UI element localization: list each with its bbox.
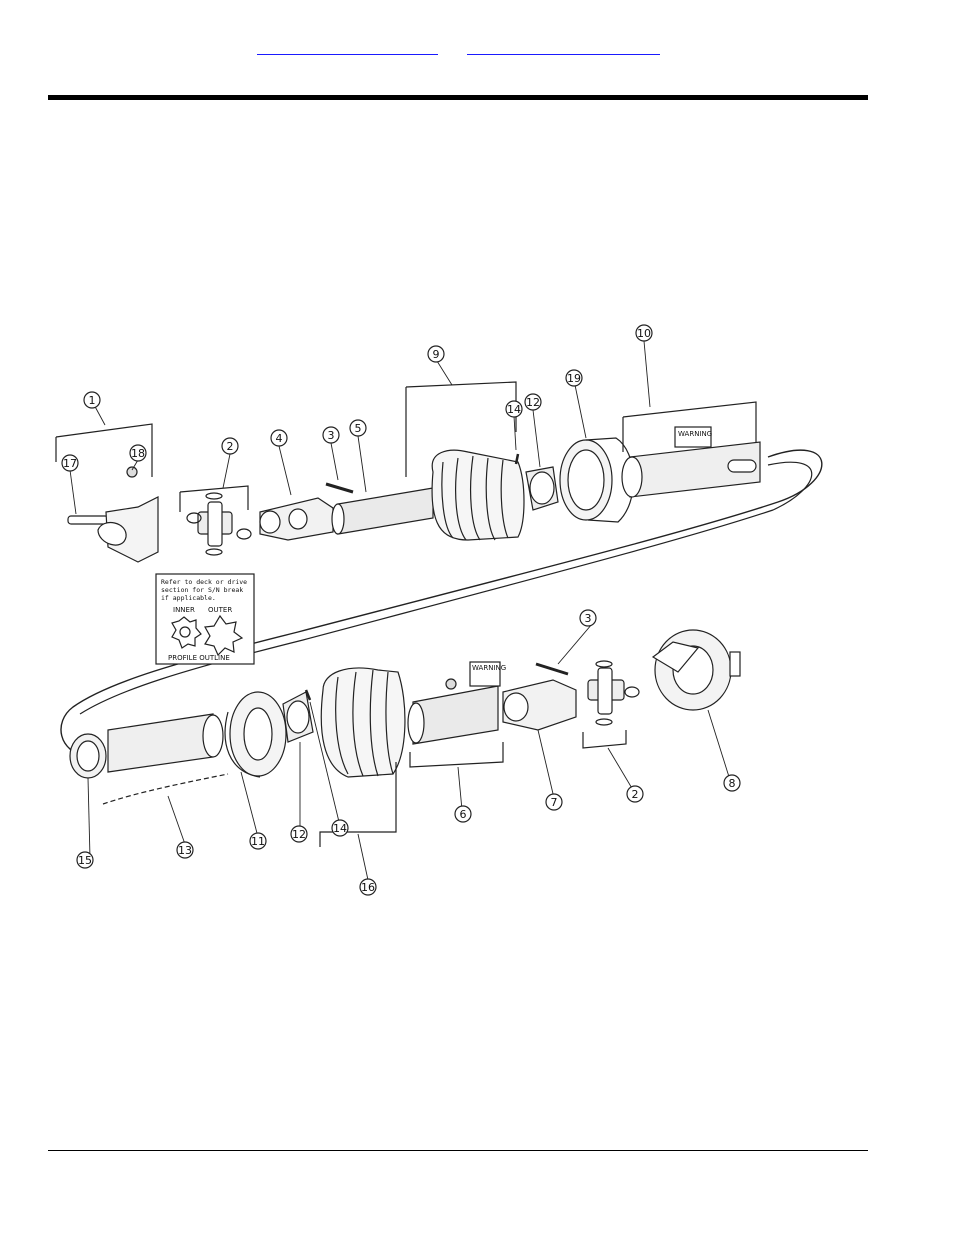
part-bearing-ring-12-upper xyxy=(526,467,558,510)
svg-text:19: 19 xyxy=(567,372,581,385)
callout-3-lower: 3 xyxy=(580,610,596,626)
callout-17: 17 xyxy=(62,455,78,471)
note-inner-label: INNER xyxy=(173,606,195,614)
callout-11: 11 xyxy=(250,833,266,849)
callout-10: 10 xyxy=(636,325,652,341)
part-inner-yoke-7 xyxy=(503,680,576,730)
svg-text:14: 14 xyxy=(507,403,521,416)
part-end-ring-15 xyxy=(70,734,106,778)
part-inner-yoke-4 xyxy=(260,498,333,540)
svg-text:10: 10 xyxy=(637,327,651,340)
header-link-2[interactable] xyxy=(467,38,660,55)
svg-text:8: 8 xyxy=(729,777,736,790)
svg-text:5: 5 xyxy=(355,422,362,435)
exploded-driveline-diagram: WARNING WARNING xyxy=(48,312,838,907)
profile-outline-note: Refer to deck or drive section for S/N b… xyxy=(156,574,254,664)
callout-5: 5 xyxy=(350,420,366,436)
svg-text:2: 2 xyxy=(632,788,639,801)
footer-rule xyxy=(48,1150,868,1151)
svg-text:15: 15 xyxy=(78,854,92,867)
callout-4: 4 xyxy=(271,430,287,446)
part-outer-tube-10: WARNING xyxy=(622,402,760,497)
svg-text:11: 11 xyxy=(251,835,265,848)
part-cross-kit-2-lower xyxy=(583,661,639,748)
part-yoke-1 xyxy=(56,424,158,562)
part-inner-tube-6: WARNING xyxy=(408,662,506,767)
callout-18: 18 xyxy=(130,445,146,461)
svg-text:3: 3 xyxy=(585,612,592,625)
callout-16: 16 xyxy=(360,879,376,895)
decal-text-upper: WARNING xyxy=(678,430,712,438)
callout-7: 7 xyxy=(546,794,562,810)
svg-text:12: 12 xyxy=(526,396,540,409)
part-shield-bearing-19-lower xyxy=(225,692,286,777)
part-inner-tube-5 xyxy=(332,488,433,534)
svg-text:17: 17 xyxy=(63,457,77,470)
callout-12-upper: 12 xyxy=(525,394,541,410)
svg-text:6: 6 xyxy=(460,808,467,821)
svg-text:16: 16 xyxy=(361,881,375,894)
callout-19-upper: 19 xyxy=(566,370,582,386)
svg-text:4: 4 xyxy=(276,432,283,445)
callout-2: 2 xyxy=(222,438,238,454)
decal-text-lower: WARNING xyxy=(472,664,506,672)
part-cross-kit-2 xyxy=(180,486,251,555)
svg-text:12: 12 xyxy=(292,828,306,841)
svg-text:14: 14 xyxy=(333,822,347,835)
callout-3: 3 xyxy=(323,427,339,443)
callout-12-lower: 12 xyxy=(291,826,307,842)
callout-1: 1 xyxy=(84,392,100,408)
header-link-1[interactable] xyxy=(257,38,438,55)
callout-8: 8 xyxy=(724,775,740,791)
svg-text:1: 1 xyxy=(89,394,96,407)
part-spring-pin-3-lower xyxy=(536,664,568,674)
header-rule xyxy=(48,95,868,100)
callout-14-lower: 14 xyxy=(332,820,348,836)
part-inner-shield-16 xyxy=(320,668,405,847)
part-safety-chain-13 xyxy=(103,774,228,804)
part-spring-pin-3 xyxy=(326,484,353,492)
note-caption: PROFILE OUTLINE xyxy=(168,654,230,662)
svg-text:18: 18 xyxy=(131,447,145,460)
part-flange-yoke-8 xyxy=(653,630,740,710)
svg-text:7: 7 xyxy=(551,796,558,809)
callout-14-upper: 14 xyxy=(506,401,522,417)
callout-15: 15 xyxy=(77,852,93,868)
header-links xyxy=(0,38,954,58)
callout-13: 13 xyxy=(177,842,193,858)
svg-text:13: 13 xyxy=(178,844,192,857)
part-outer-tube-11 xyxy=(108,714,223,772)
callout-6: 6 xyxy=(455,806,471,822)
note-line-1: Refer to deck or drive xyxy=(161,578,247,586)
callout-9: 9 xyxy=(428,346,444,362)
callout-2-lower: 2 xyxy=(627,786,643,802)
svg-text:2: 2 xyxy=(227,440,234,453)
note-line-2: section for S/N break xyxy=(161,586,243,594)
note-outer-label: OUTER xyxy=(208,606,232,614)
note-line-3: if applicable. xyxy=(161,594,216,602)
svg-text:3: 3 xyxy=(328,429,335,442)
svg-text:9: 9 xyxy=(433,348,440,361)
